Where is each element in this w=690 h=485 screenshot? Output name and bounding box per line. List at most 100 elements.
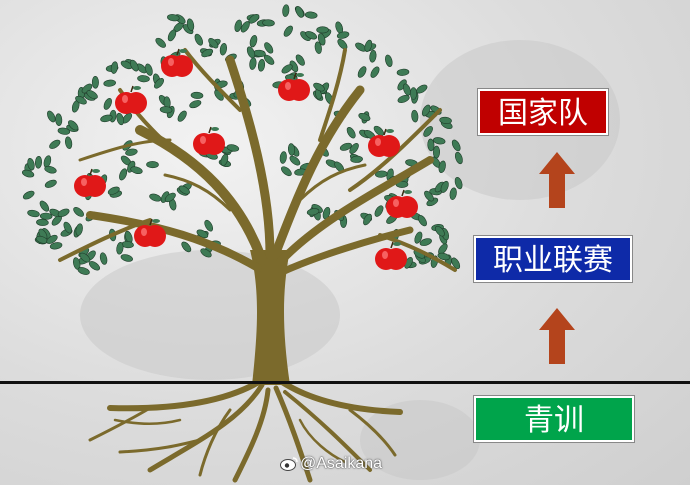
leaf-icon [167,29,177,42]
leaf-icon [27,158,35,171]
leaf-icon [414,231,423,244]
leaf-icon [306,208,320,216]
leaf-icon [208,37,219,49]
leaf-icon [283,25,293,37]
tier-youth-training: 青训 [474,396,634,442]
leaf-icon [409,87,417,100]
leaf-icon [281,166,292,177]
leaf-icon [137,75,150,83]
leaf-icon [279,151,287,164]
leaf-icon [116,112,124,126]
leaf-icon [263,54,275,65]
leaf-icon [155,37,166,48]
ground-line [0,381,690,384]
apple-icon [115,85,147,114]
leaf-icon [364,39,373,52]
watermark: @Asaikana [300,455,383,472]
apple-icon [134,218,166,247]
apple-icon [278,72,310,101]
leaf-icon [57,208,70,217]
leaf-icon [181,241,192,253]
apple-icon [386,189,418,218]
leaf-icon [75,223,83,236]
leaf-icon [370,66,380,78]
leaf-icon [358,112,371,122]
tree-roots [88,377,403,483]
leaf-icon [322,206,331,220]
leaf-icon [186,18,195,31]
leaf-icon [130,59,139,72]
leaf-icon [167,14,180,22]
leaf-icon [305,31,318,40]
leaf-icon [369,50,377,63]
leaf-icon [262,19,275,27]
leaf-icon [281,64,293,74]
leaf-icon [154,78,164,89]
leaf-icon [249,35,258,48]
leaf-icon [374,205,384,217]
leaf-icon [189,100,202,109]
leaf-icon [103,97,112,110]
leaf-icon [295,6,304,18]
leaf-icon [264,42,274,54]
leaf-icon [287,143,296,156]
leaf-icon [219,42,227,56]
leaf-icon [200,248,212,258]
up-arrow-icon [539,152,575,208]
apple-icon [375,241,407,270]
background-shape [80,250,340,380]
leaf-icon [77,267,90,275]
leaf-icon [402,83,411,96]
tree-trunk [250,250,290,385]
leaf-icon [22,190,35,200]
leaf-icon [178,185,190,195]
leaf-icon [44,179,57,188]
leaf-icon [295,54,305,66]
leaf-icon [419,238,432,246]
leaf-icon [99,252,108,265]
leaf-icon [130,166,143,174]
leaf-icon [116,242,124,255]
leaf-icon [454,151,463,165]
leaf-icon [91,76,99,89]
leaf-icon [375,170,388,178]
leaf-icon [64,136,73,149]
leaf-icon [417,214,427,227]
leaf-icon [201,48,214,58]
leaf-icon [204,219,214,232]
leaf-icon [57,127,71,135]
apple-icon [161,48,193,77]
leaf-icon [423,126,433,137]
leaf-icon [427,138,435,152]
leaf-icon [196,229,209,239]
leaf-icon [249,57,257,70]
leaf-icon [63,221,73,234]
leaf-icon [125,148,138,156]
leaf-icon [164,192,176,203]
apples-group [74,48,418,270]
leaf-icon [120,254,133,262]
leaf-icon [107,186,120,195]
leaf-icon [421,104,431,117]
apple-icon [368,128,400,157]
apple-icon [74,168,106,197]
leaf-icon [103,79,116,87]
tier-national-team: 国家队 [478,89,608,135]
leaf-icon [357,66,367,78]
leaf-icon [437,252,450,261]
leaf-icon [411,109,419,123]
leaf-icon [451,139,461,152]
leaf-icon [226,144,240,152]
leaf-icon [282,4,290,17]
leaf-icon [68,120,79,131]
leaf-icon [21,169,35,178]
leaf-icon [88,261,101,271]
leaf-icon [36,218,49,226]
leaf-icon [339,142,352,151]
leaf-icon [234,19,242,32]
leaf-icon [451,257,461,270]
leaf-icon [440,180,449,193]
leaf-icon [350,155,363,163]
